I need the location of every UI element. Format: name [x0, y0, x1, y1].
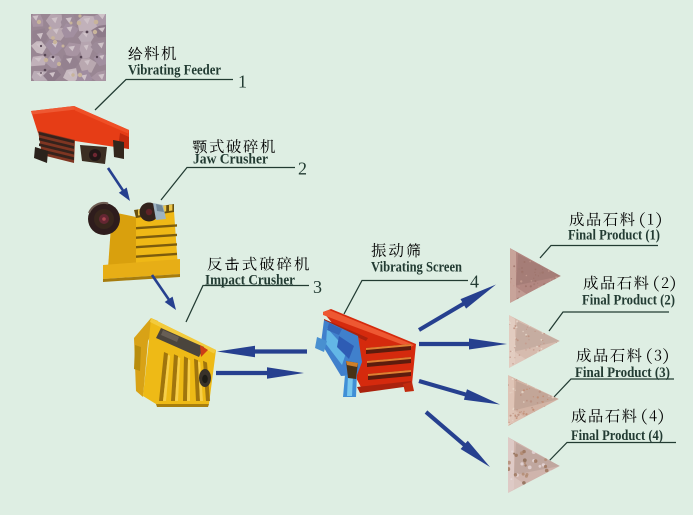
svg-text:Final Product (3): Final Product (3) [575, 365, 670, 381]
svg-text:Final Product (4): Final Product (4) [571, 428, 663, 444]
svg-text:Impact Crusher: Impact Crusher [205, 273, 296, 289]
svg-text:4: 4 [470, 272, 479, 292]
svg-text:3: 3 [313, 277, 322, 297]
svg-text:Vibrating Screen: Vibrating Screen [371, 260, 462, 276]
svg-text:2: 2 [298, 159, 307, 179]
svg-text:Vibrating Feeder: Vibrating Feeder [128, 63, 221, 79]
svg-text:Jaw Crusher: Jaw Crusher [193, 152, 269, 168]
svg-text:Final Product (1): Final Product (1) [568, 228, 660, 244]
svg-text:1: 1 [238, 72, 247, 92]
svg-text:Final Product (2): Final Product (2) [582, 293, 675, 309]
